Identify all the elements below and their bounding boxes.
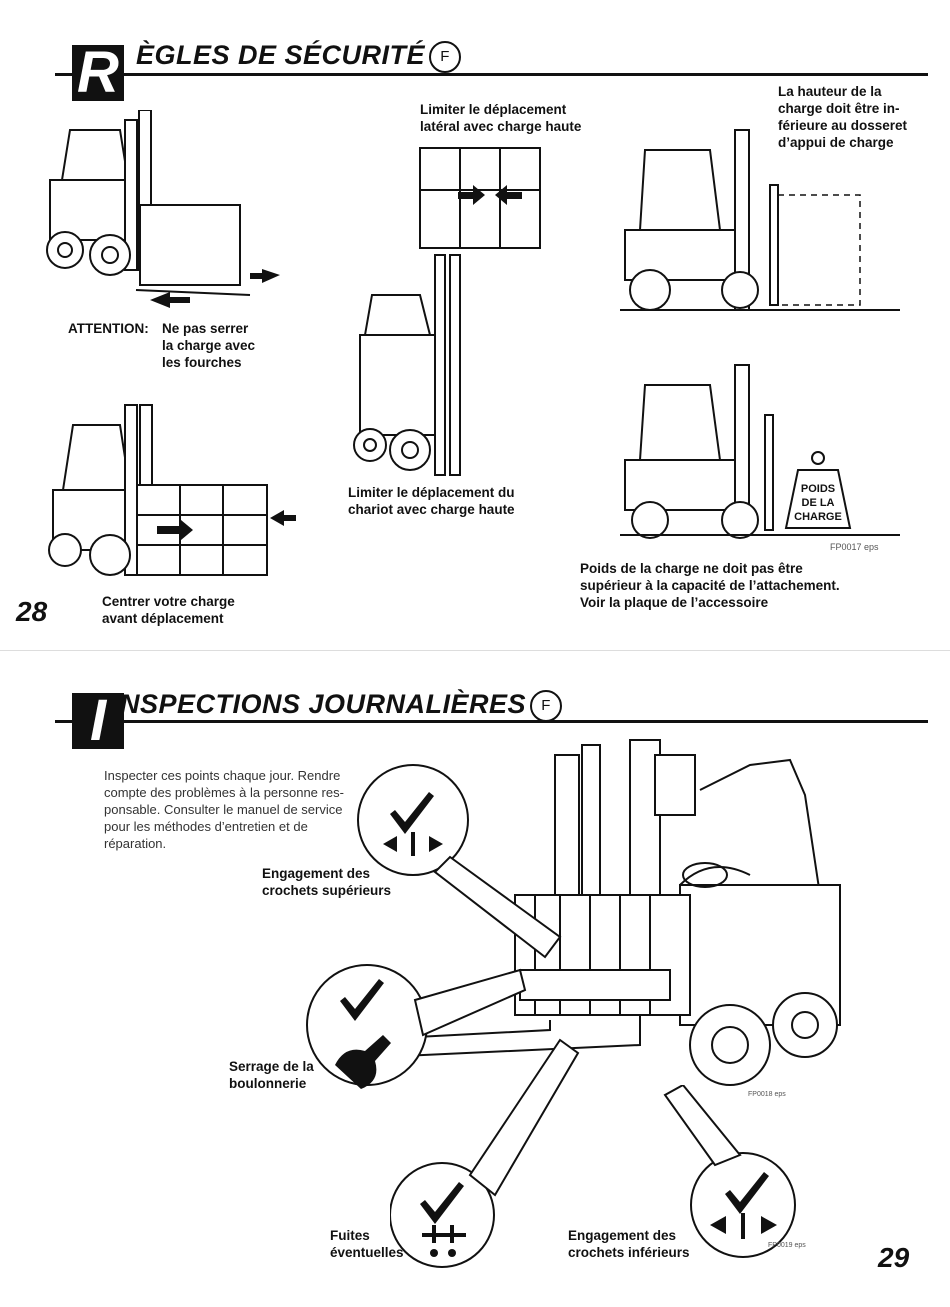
intro-line: compte des problèmes à la personne res- [104, 785, 344, 800]
attention-line: les fourches [162, 355, 242, 370]
label-leaks: Fuites éventuelles [330, 1227, 404, 1261]
weight-line: CHARGE [794, 511, 842, 523]
height-line: charge doit être in- [778, 101, 900, 116]
height-caption: La hauteur de la charge doit être in- fé… [778, 83, 907, 151]
header-title-text: NSPECTIONS JOURNALIÈRES [120, 689, 527, 719]
attention-line: Ne pas serrer [162, 321, 249, 336]
lower-hooks-line: Engagement des [568, 1228, 677, 1243]
page-divider [0, 650, 950, 651]
height-line: La hauteur de la [778, 84, 882, 99]
bubble-lower-hooks [663, 1085, 796, 1258]
leaks-line: éventuelles [330, 1245, 404, 1260]
header-rule [55, 73, 928, 76]
weight-caption-line: supérieur à la capacité de l’attachement… [580, 578, 840, 593]
bubble-upper-hooks [357, 764, 562, 959]
weight-line: POIDS [800, 483, 836, 495]
bolts-line: Serrage de la [229, 1059, 314, 1074]
attention-line: la charge avec [162, 338, 256, 353]
header-drop-letter: R [72, 44, 124, 102]
illustration-load-height [620, 129, 900, 311]
height-line: d’appui de charge [778, 135, 894, 150]
lateral-line: Limiter le déplacement [420, 102, 567, 117]
travel-line: Limiter le déplacement du [348, 485, 515, 500]
lower-hooks-line: crochets inférieurs [568, 1245, 690, 1260]
upper-hooks-line: crochets supérieurs [262, 883, 392, 898]
upper-hooks-line: Engagement des [262, 866, 371, 881]
attention-label: ATTENTION: [68, 321, 149, 336]
file-code: FP0017 eps [830, 542, 879, 552]
height-line: férieure au dosseret [778, 118, 908, 133]
label-bolts: Serrage de la boulonnerie [229, 1058, 314, 1092]
intro-line: Inspecter ces points chaque jour. Rendre [104, 768, 341, 783]
file-code: FP0018 eps [748, 1091, 786, 1098]
weight-caption-line: Voir la plaque de l’accessoire [580, 595, 769, 610]
illustration-weight [620, 364, 900, 539]
header-drop-letter: I [72, 692, 124, 750]
page-number: 29 [878, 1242, 910, 1273]
travel-caption: Limiter le déplacement du chariot avec c… [348, 484, 515, 518]
label-lower-hooks: Engagement des crochets inférieurs [568, 1227, 690, 1261]
intro-line: pour les méthodes d’entretien et de [104, 819, 308, 834]
language-badge: F [429, 41, 462, 73]
weight-block-text: POIDS DE LA CHARGE [786, 482, 850, 524]
weight-caption: Poids de la charge ne doit pas être supé… [580, 560, 840, 611]
header-title-text: ÈGLES DE SÉCURITÉ [136, 40, 426, 70]
intro-line: ponsable. Consulter le manuel de service [104, 802, 343, 817]
illustration-no-squeeze [46, 110, 280, 308]
leaks-line: Fuites [330, 1228, 370, 1243]
lateral-caption: Limiter le déplacement latéral avec char… [420, 101, 581, 135]
center-caption: Centrer votre charge avant déplacement [102, 593, 235, 627]
bubble-bolts [306, 964, 527, 1089]
travel-line: chariot avec charge haute [348, 502, 515, 517]
weight-caption-line: Poids de la charge ne doit pas être [580, 561, 803, 576]
file-code: FP0019 eps [768, 1242, 806, 1249]
intro-line: réparation. [104, 836, 167, 851]
illustration-center-load [48, 404, 296, 576]
illustration-forklift-inspection [359, 739, 841, 1086]
inspection-intro: Inspecter ces points chaque jour. Rendre… [104, 767, 344, 852]
attention-text: Ne pas serrer la charge avec les fourche… [162, 320, 255, 371]
lateral-line: latéral avec charge haute [420, 119, 582, 134]
label-upper-hooks: Engagement des crochets supérieurs [262, 865, 391, 899]
page-number: 28 [16, 596, 48, 627]
illustration-high-load [353, 147, 541, 476]
center-line: Centrer votre charge [102, 594, 235, 609]
bolts-line: boulonnerie [229, 1076, 307, 1091]
bubble-leaks [390, 1038, 580, 1268]
header-rule [55, 720, 928, 723]
center-line: avant déplacement [102, 611, 224, 626]
weight-line: DE LA [801, 497, 835, 509]
language-badge: F [530, 690, 563, 722]
